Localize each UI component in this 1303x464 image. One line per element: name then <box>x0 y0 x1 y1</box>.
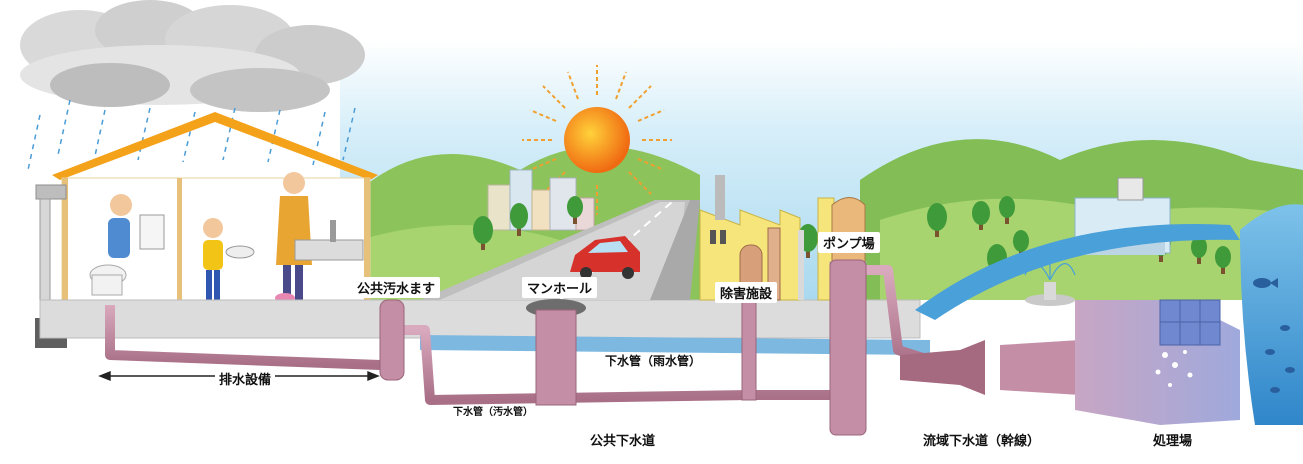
abatement-pipe <box>741 289 757 401</box>
regional-trunk-pipe <box>900 340 985 395</box>
pump-well <box>829 259 867 436</box>
tree-icon <box>473 196 1231 278</box>
label-sewage-pipe: 下水管（汚水管） <box>453 407 533 418</box>
river <box>915 224 1240 320</box>
manhole-shaft <box>526 299 586 406</box>
label-pump-station: ポンプ場 <box>818 232 880 253</box>
public-sewer-basin <box>379 299 405 381</box>
regional-trunk-pipe-2 <box>1000 340 1080 395</box>
label-public-sewer-basin: 公共汚水ます <box>352 277 441 298</box>
rain <box>27 99 356 171</box>
label-public-sewer: 公共下水道 <box>590 434 656 449</box>
ground-slab <box>39 299 921 339</box>
label-drainage-equipment: 排水設備 <box>215 369 276 388</box>
house <box>35 112 378 348</box>
label-regional-sewer: 流域下水道（幹線） <box>923 434 1041 449</box>
sun-icon <box>522 65 672 215</box>
label-rainwater-pipe: 下水管（雨水管） <box>605 354 702 368</box>
treatment-basin <box>1075 299 1240 425</box>
label-abatement-facility: 除害施設 <box>715 282 778 303</box>
fish-icon <box>1253 278 1295 393</box>
city-buildings <box>487 169 595 231</box>
car-icon <box>570 236 640 279</box>
label-treatment-plant: 処理場 <box>1153 434 1193 449</box>
label-manhole: マンホール <box>522 277 598 298</box>
cloud-icon <box>20 0 365 112</box>
